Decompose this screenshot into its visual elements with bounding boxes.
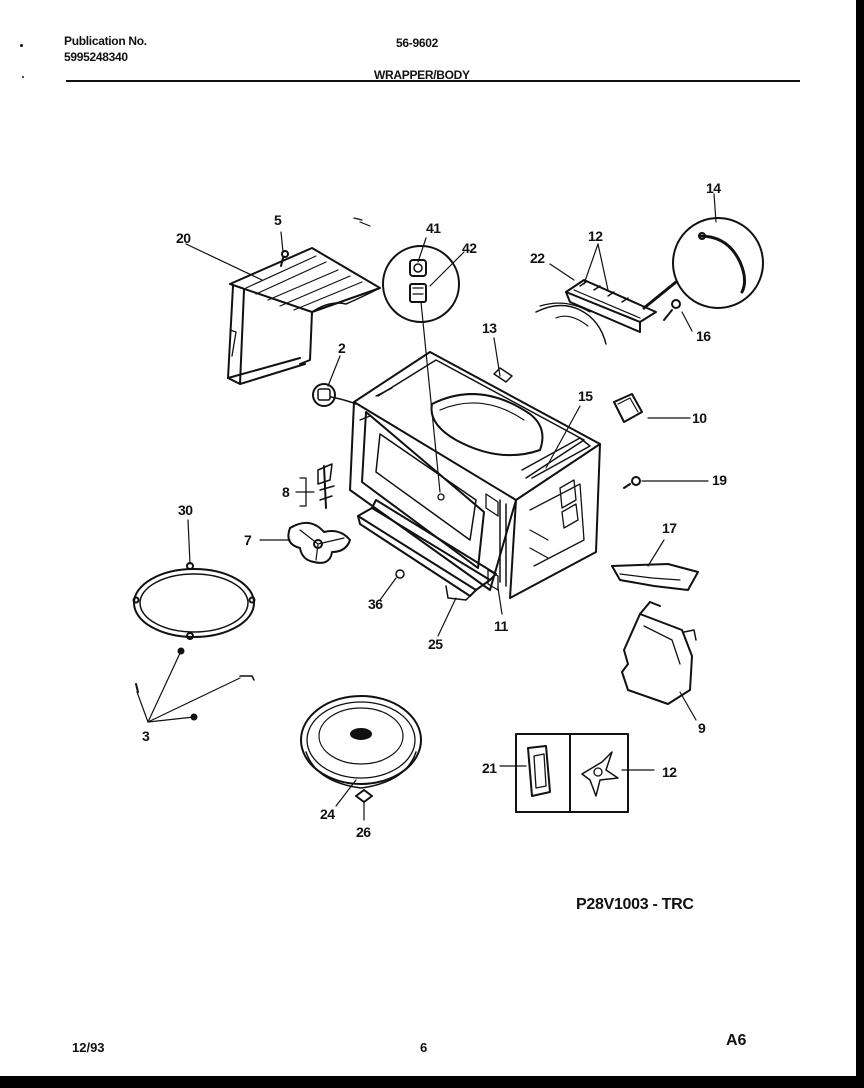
footer-page-number: 6 [420,1040,428,1055]
leader-3a [147,650,182,723]
margin-dot [22,76,24,78]
leader-24 [335,779,357,807]
connector-2-part [312,383,357,407]
callout-7: 7 [244,532,252,548]
callout-30: 30 [178,502,193,518]
leader-lines [136,193,717,821]
leader-13 [493,337,501,377]
leader-12b [597,243,609,291]
screw-5-part [280,250,289,267]
leader-2 [327,355,341,387]
callout-12: 12 [588,228,603,244]
callout-11: 11 [494,618,508,634]
callout-20: 20 [176,230,191,246]
callout-13: 13 [482,320,497,336]
leader-30 [187,519,191,565]
callout-16: 16 [696,328,711,344]
callout-21: 21 [482,760,497,776]
callout-10: 10 [692,410,707,426]
leader-11 [497,587,503,615]
screw-19-part [623,476,641,489]
leader-42 [429,251,465,287]
publication-label: Publication No. [64,34,147,48]
callout-2: 2 [338,340,346,356]
coupler-26-part [355,789,373,803]
footer-date: 12/93 [72,1040,105,1055]
leader-5 [280,231,284,253]
leader-14 [713,193,717,223]
base-tray-25-part [357,499,497,601]
callout-22: 22 [530,250,545,266]
callout-42: 42 [462,240,477,256]
leader-16 [681,311,693,332]
callout-15: 15 [578,388,593,404]
exploded-view-drawing [132,193,764,821]
leader-9 [679,691,697,721]
leader-3d [147,677,241,723]
publication-number: 5995248340 [64,50,128,64]
leader-36 [379,577,397,601]
wire-harness-14-part [672,217,764,309]
footer-sheet-id: A6 [726,1032,747,1049]
leader-3b [136,691,149,723]
callout-26: 26 [356,824,371,840]
header-rule [66,80,800,82]
callout-3: 3 [142,728,150,744]
glass-tray-24-part [300,695,422,789]
inset-41-42 [382,245,460,323]
motor-assembly-22-part [535,279,678,345]
drawing-code: P28V1003 - TRC [576,896,694,913]
callout-12: 12 [662,764,677,780]
callout-25: 25 [428,636,443,652]
model-number: 56-9602 [396,36,438,50]
duct-9-part [621,601,697,705]
parts-sheet: Publication No. 5995248340 56-9602 WRAPP… [0,0,856,1076]
callout-9: 9 [698,720,706,736]
leader-17 [647,539,665,567]
leader-12a [583,243,599,285]
leader-25 [437,597,457,637]
callout-24: 24 [320,806,335,822]
leader-41 [417,237,441,493]
fan-blade-7-part [287,521,351,564]
section-title: WRAPPER/BODY [374,68,470,82]
callout-41: 41 [426,220,441,236]
vent-17-part [611,563,699,591]
screw-16-part [663,299,681,321]
margin-dot [20,44,23,47]
inset-21-12 [515,733,629,813]
callout-8: 8 [282,484,290,500]
callout-17: 17 [662,520,677,536]
callout-14: 14 [706,180,721,196]
plate-10-part [613,393,643,423]
callout-19: 19 [712,472,727,488]
leader-3c [147,716,195,723]
stray-marks [353,217,371,227]
leader-15 [545,405,581,469]
wrapper-cover-part [227,247,381,385]
leader-22 [549,263,575,281]
callout-5: 5 [274,212,282,228]
roller-ring-30-part [132,562,256,640]
shaft-8-part [317,463,335,509]
leader-20 [185,243,263,281]
callout-36: 36 [368,596,383,612]
cabinet-body-part [349,351,601,599]
